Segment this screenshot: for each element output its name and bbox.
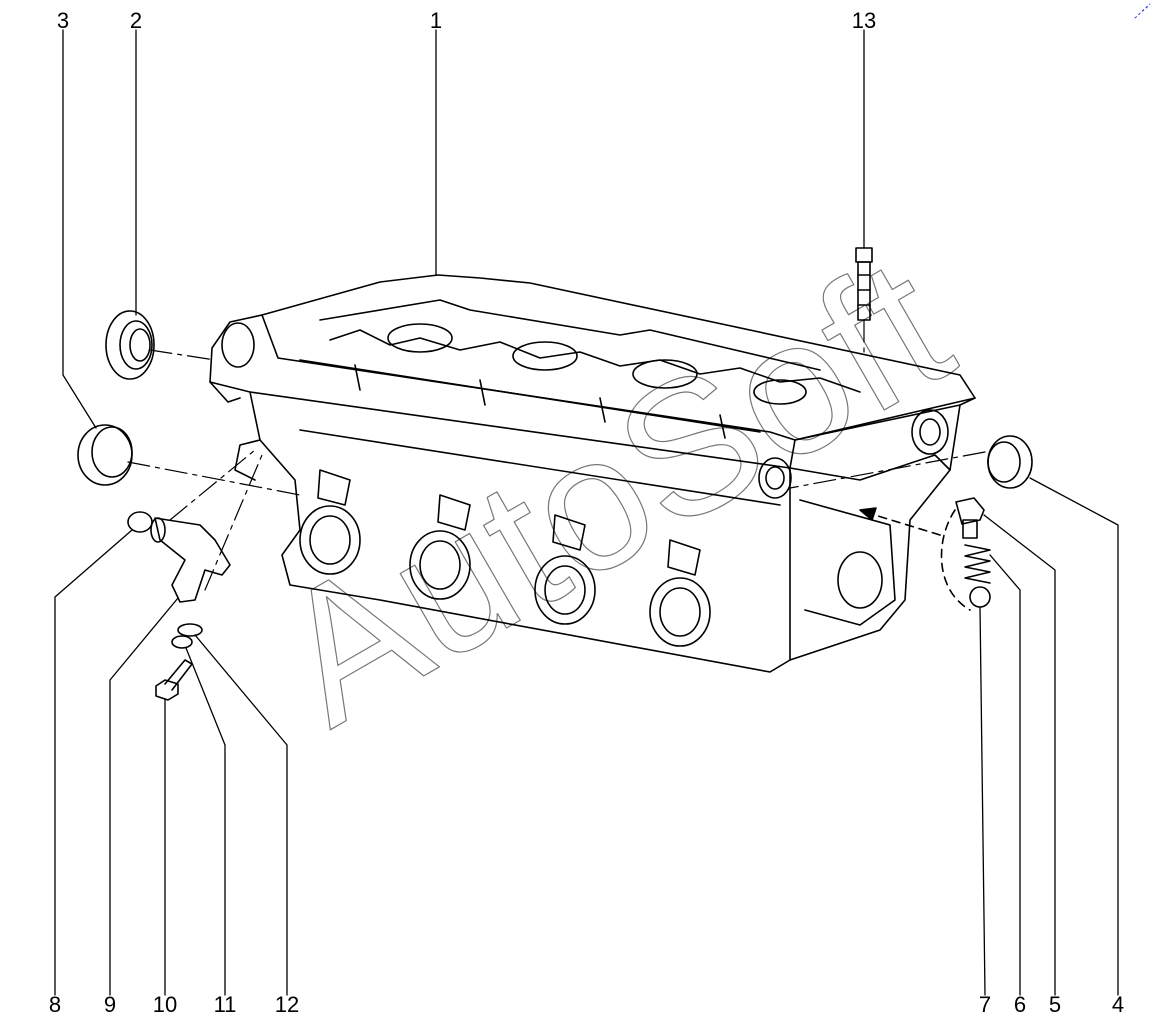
- watermark-text: AutoSoft: [245, 217, 982, 765]
- oil-seal-part-2: [105, 310, 155, 380]
- callout-7: 7: [978, 992, 992, 1017]
- spring-part-6: [964, 544, 991, 584]
- callout-11: 11: [213, 992, 237, 1017]
- callout-12: 12: [274, 992, 300, 1017]
- cylinder-head: [209, 274, 976, 673]
- arrow-head: [859, 507, 877, 521]
- assembly-arrow: [864, 509, 971, 611]
- callout-1: 1: [429, 8, 443, 33]
- callout-8: 8: [48, 992, 62, 1017]
- o-ring-part-8: [127, 511, 153, 533]
- bolt-part-10: [155, 659, 193, 701]
- callout-6: 6: [1013, 992, 1027, 1017]
- callout-3: 3: [56, 8, 70, 33]
- callout-10: 10: [152, 992, 178, 1017]
- washer-part-11: [171, 635, 193, 649]
- o-ring-part-12: [177, 623, 203, 637]
- plug-cap-part-4: [987, 435, 1033, 489]
- valve-part-5: [955, 497, 985, 539]
- plug-cap-part-3: [77, 424, 133, 486]
- ball-part-7: [969, 586, 991, 608]
- assembly-lines: [127, 319, 986, 591]
- intake-ports: [299, 505, 711, 647]
- callout-5: 5: [1048, 992, 1062, 1017]
- bolt-part-13: [855, 247, 873, 321]
- callout-2: 2: [129, 8, 143, 33]
- callout-4: 4: [1111, 992, 1125, 1017]
- leader-lines: [54, 29, 1119, 996]
- corner-mark: [1134, 3, 1151, 19]
- callout-13: 13: [851, 8, 877, 33]
- callout-9: 9: [103, 992, 117, 1017]
- sensor-part-9: [150, 517, 231, 603]
